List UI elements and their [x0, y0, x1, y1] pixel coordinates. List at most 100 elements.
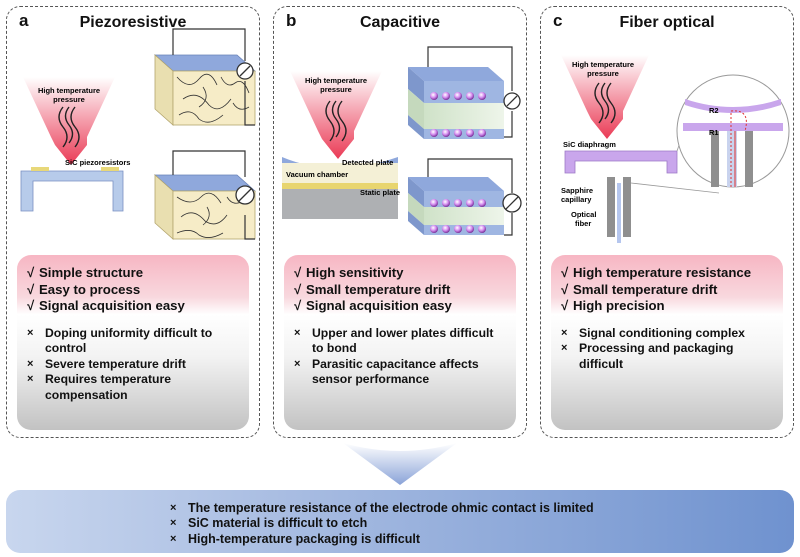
summary-item: × High-temperature packaging is difficult — [170, 532, 794, 547]
con-item: × Severe temperature drift — [27, 357, 241, 373]
piezoresistors-label: SiC piezoresistors — [65, 158, 130, 167]
con-item: × Processing and packaging difficult — [561, 341, 775, 372]
static-plate-label: Static plate — [360, 188, 400, 197]
pro-item: √Small temperature drift — [561, 282, 775, 299]
cross-mark: × — [170, 517, 177, 530]
pro-text: Simple structure — [39, 265, 144, 280]
resistor-block-top — [153, 28, 257, 126]
membrane — [20, 167, 124, 212]
check-mark: √ — [27, 298, 35, 313]
sic-diaphragm — [564, 150, 678, 174]
con-item: × Upper and lower plates difficult to bon… — [294, 326, 508, 357]
con-item: × Doping uniformity difficult to control — [27, 326, 241, 357]
con-text: Requires temperature compensation — [45, 372, 171, 402]
cons-list: × Upper and lower plates difficult to bon… — [294, 326, 508, 388]
pro-item: √ High precision — [561, 298, 775, 315]
fiber-optical-card: √High temperature resistance √Small temp… — [551, 255, 783, 430]
detected-plate-label: Detected plate — [342, 158, 393, 167]
panel-letter: a — [19, 11, 29, 30]
pro-item: √ Simple structure — [27, 265, 241, 282]
capacitor-bottom — [408, 158, 522, 236]
r2-label: R2 — [709, 106, 719, 115]
fiber-label-2: fiber — [575, 219, 591, 228]
summary-text: SiC material is difficult to etch — [188, 516, 368, 531]
pro-text: High temperature resistance — [573, 265, 752, 280]
pro-item: √Easy to process — [27, 282, 241, 299]
capacitive-card: √High sensitivity √Small temperature dri… — [284, 255, 516, 430]
sapphire-label-1: Sapphire — [561, 186, 593, 195]
panel-title: Piezoresistive — [79, 14, 187, 31]
cross-mark: × — [27, 357, 34, 370]
cons-list: ×Doping uniformity difficult to control … — [27, 326, 241, 404]
pros-list: √High temperature resistance √Small temp… — [561, 265, 775, 315]
pressure-arrow — [290, 71, 382, 159]
sapphire-label-2: capillary — [561, 195, 592, 204]
piezoresistive-card: √Simple structure √Easy to process √Sign… — [17, 255, 249, 430]
fiber-label-1: Optical — [571, 210, 596, 219]
summary-item: ×The temperature resistance of the elect… — [170, 501, 794, 516]
pro-text: Easy to process — [39, 281, 141, 297]
con-text: Parasitic capacitance affects sensor per… — [312, 356, 479, 387]
pro-text: High sensitivity — [306, 265, 404, 280]
pro-text: Small temperature drift — [306, 281, 451, 297]
con-text: Doping uniformity difficult to control — [45, 325, 213, 356]
summary-text: High-temperature packaging is difficult — [188, 531, 420, 546]
capacitor-top — [408, 46, 521, 139]
pros-list: √High sensitivity √Small temperature dri… — [294, 265, 508, 315]
pro-text: Signal acquisition easy — [306, 298, 452, 313]
cross-mark: × — [294, 326, 301, 339]
vacuum-chamber-label: Vacuum chamber — [286, 170, 348, 179]
pros-list: √Simple structure √Easy to process √Sign… — [27, 265, 241, 315]
cross-mark: × — [27, 373, 34, 386]
summary-item: × SiC material is difficult to etch — [170, 516, 794, 531]
con-item: × Parasitic capacitance affects sensor pe… — [294, 357, 508, 388]
cross-mark: × — [170, 532, 177, 545]
check-mark: √ — [27, 281, 35, 297]
check-mark: √ — [561, 265, 569, 280]
con-text: Signal conditioning complex — [579, 325, 745, 340]
check-mark: √ — [294, 298, 302, 313]
pro-item: √ High temperature resistance — [561, 265, 775, 282]
con-text: Processing and packaging difficult — [579, 341, 734, 371]
cross-mark: × — [294, 357, 301, 370]
pressure-arrow — [561, 55, 649, 139]
resistor-block-bottom — [153, 150, 257, 240]
con-text: Severe temperature drift — [45, 356, 186, 371]
pro-item: √ Signal acquisition easy — [27, 298, 241, 315]
check-mark: √ — [294, 265, 302, 280]
cross-mark: × — [27, 326, 34, 339]
con-item: × Requires temperature compensation — [27, 372, 241, 403]
check-mark: √ — [561, 281, 569, 297]
panel-letter: c — [553, 11, 563, 30]
cross-mark: × — [561, 326, 568, 339]
diaphragm-label: SiC diaphragm — [563, 140, 616, 149]
panel-letter: b — [286, 11, 297, 30]
pro-item: √ Signal acquisition easy — [294, 298, 508, 315]
check-mark: √ — [294, 281, 302, 297]
panel-title: Capacitive — [359, 14, 441, 31]
pro-item: √Small temperature drift — [294, 282, 508, 299]
check-mark: √ — [27, 265, 35, 280]
check-mark: √ — [561, 298, 569, 313]
pro-text: Signal acquisition easy — [39, 298, 185, 313]
down-arrow-icon — [343, 443, 457, 485]
panel-title: Fiber optical — [619, 14, 715, 31]
r1-label: R1 — [709, 128, 719, 137]
pro-text: High precision — [573, 298, 665, 313]
con-text: Upper and lower plates difficult to bond — [312, 325, 494, 356]
cons-list: × Signal conditioning complex × Processing… — [561, 326, 775, 373]
cross-mark: × — [170, 502, 177, 514]
cross-section — [282, 157, 398, 219]
pro-text: Small temperature drift — [573, 281, 718, 297]
cross-mark: × — [561, 342, 568, 355]
pro-item: √ High sensitivity — [294, 265, 508, 282]
